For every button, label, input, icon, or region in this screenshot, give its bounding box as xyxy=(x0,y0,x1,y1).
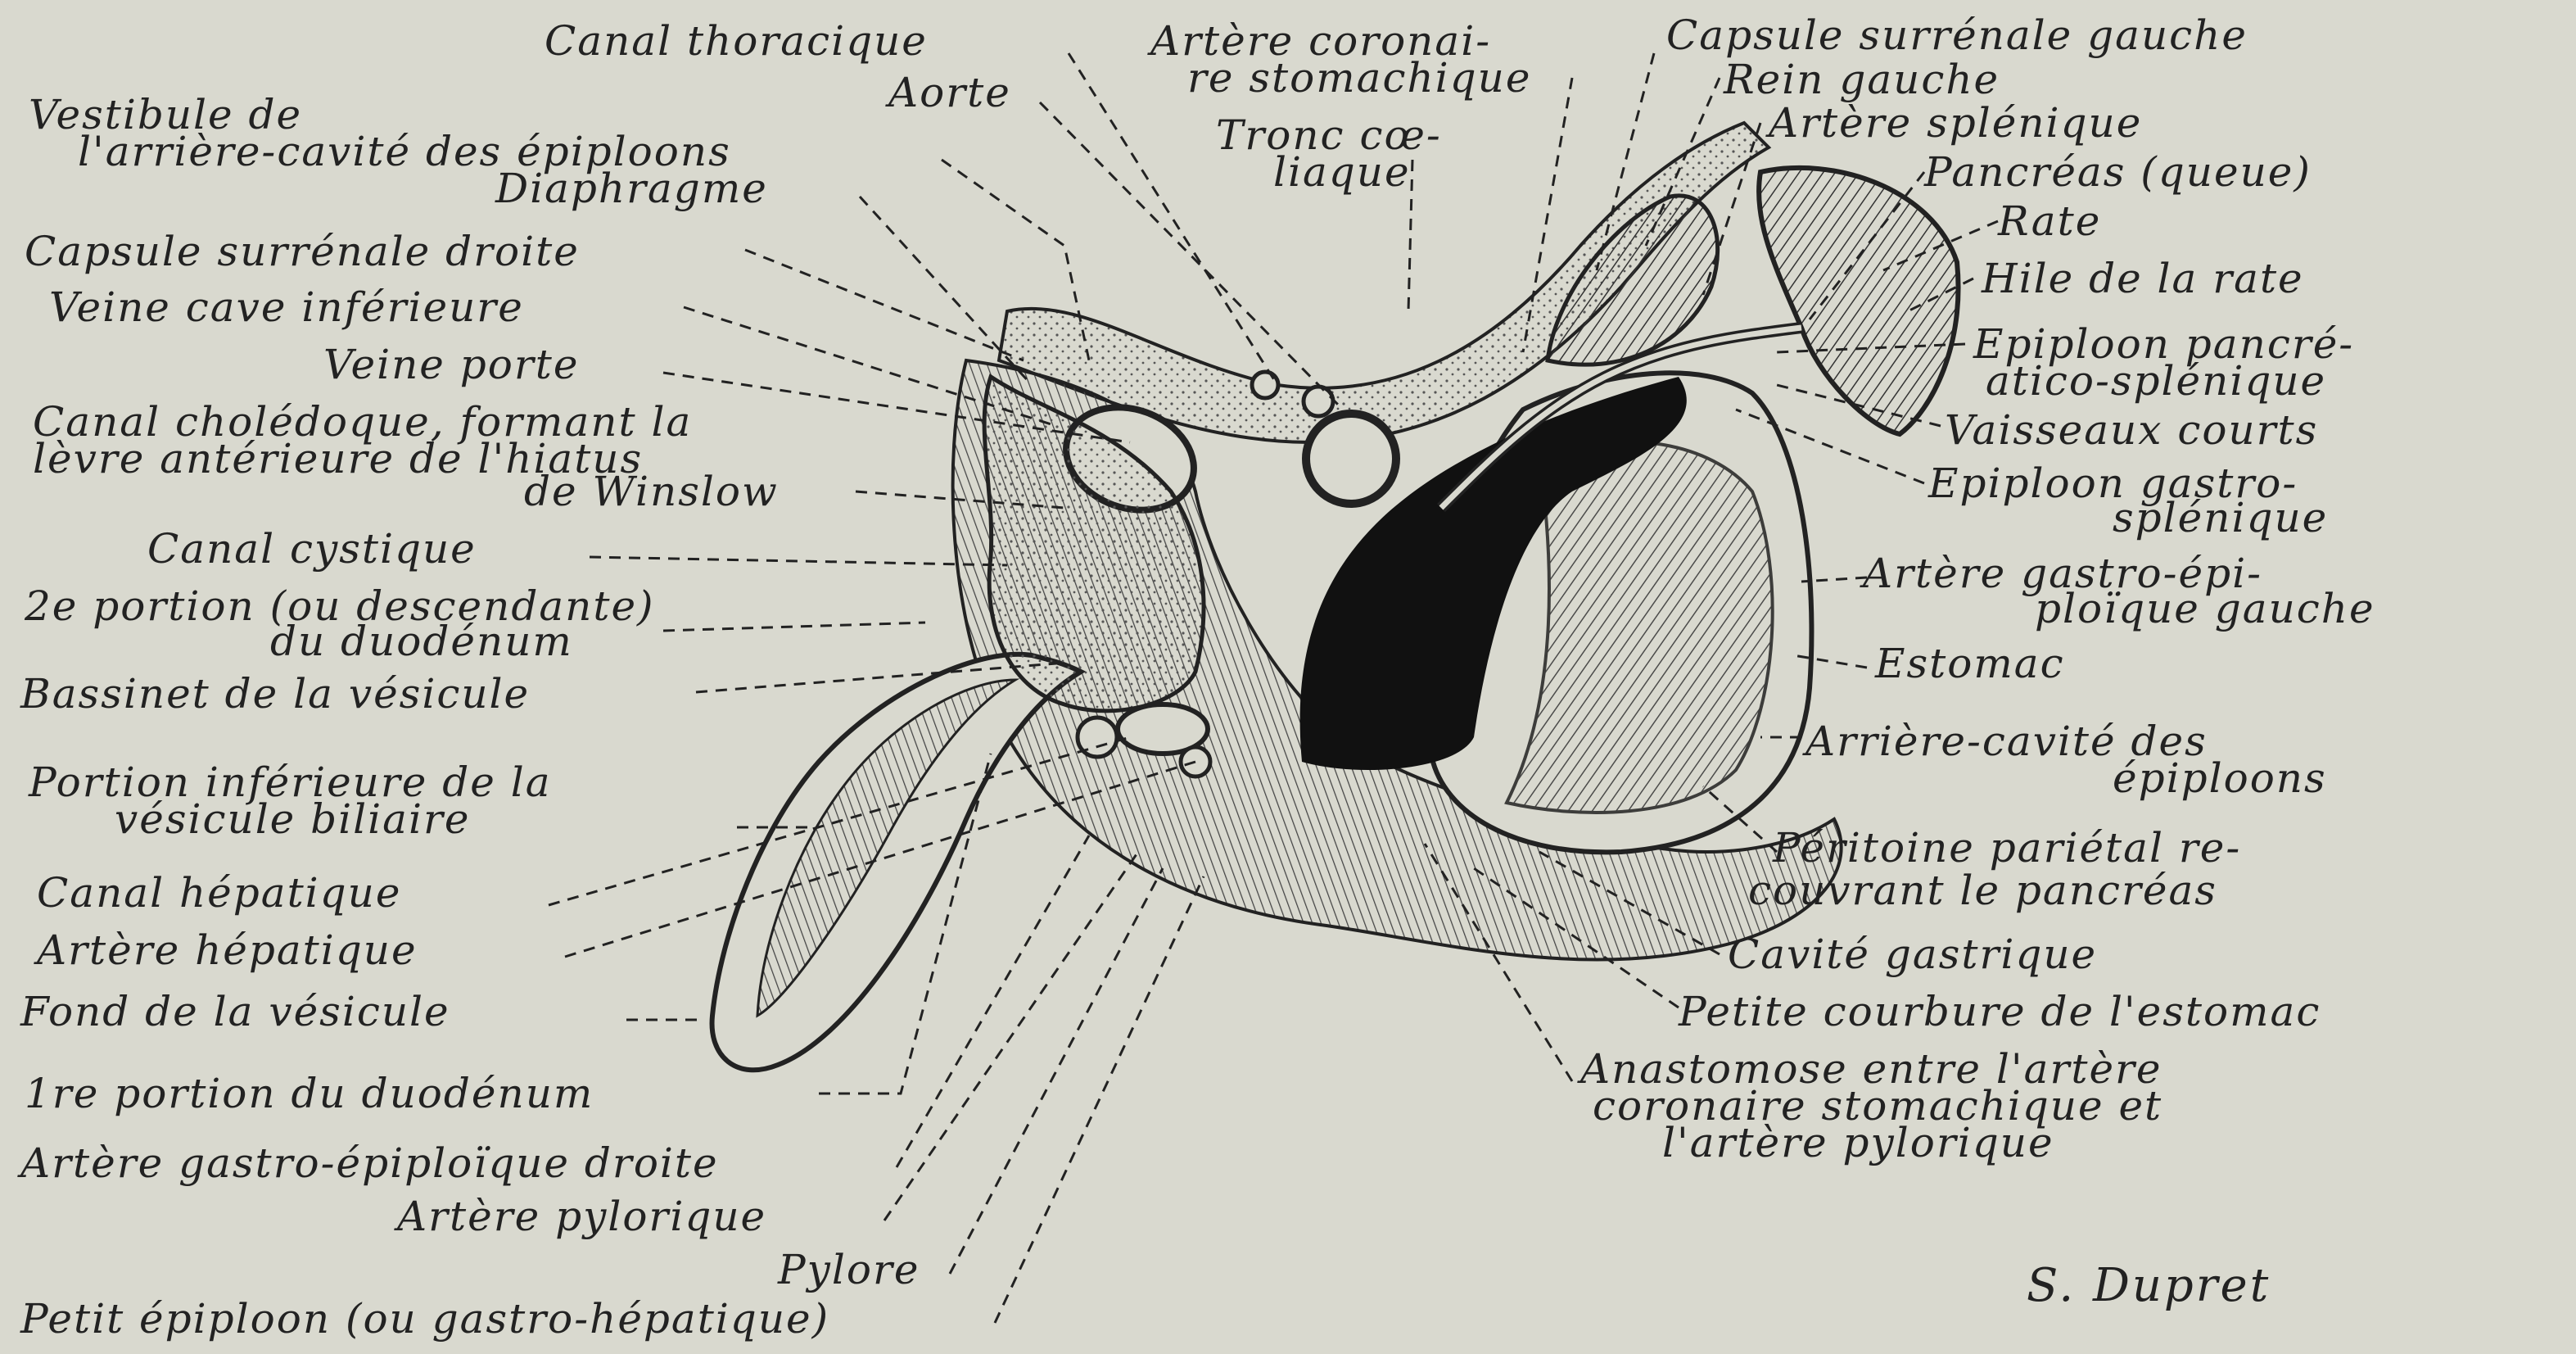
label-epi-pancreatico-2: atico-splénique xyxy=(1986,360,2326,401)
label-petite-courbure: Petite courbure de l'estomac xyxy=(1679,991,2321,1032)
label-gastro-epi-droite: Artère gastro-épiploïque droite xyxy=(20,1143,719,1184)
label-duodenum1: 1re portion du duodénum xyxy=(25,1073,594,1114)
label-gastro-epi-gauche-2: ploïque gauche xyxy=(2035,588,2375,629)
label-tronc-2: liaque xyxy=(1273,152,1411,192)
label-artere-splenique: Artère splénique xyxy=(1769,102,2142,143)
label-peritoine-2: couvrant le pancréas xyxy=(1748,870,2217,911)
label-veine-cave: Veine cave inférieure xyxy=(49,287,524,328)
label-anastomose-3: l'artère pylorique xyxy=(1662,1122,2054,1163)
label-fond-vesicule: Fond de la vésicule xyxy=(20,991,450,1032)
label-canal-hepatique: Canal hépatique xyxy=(37,872,401,913)
label-hile-rate: Hile de la rate xyxy=(1982,258,2304,299)
label-pylore: Pylore xyxy=(778,1249,920,1290)
label-canal-cystique: Canal cystique xyxy=(147,528,477,569)
label-veine-porte: Veine porte xyxy=(323,344,579,385)
label-choledoque-3: de Winslow xyxy=(524,471,779,512)
label-portion-inf-2: vésicule biliaire xyxy=(115,799,470,840)
label-artere-hepatique: Artère hépatique xyxy=(37,930,418,971)
label-coronaire-2: re stomachique xyxy=(1187,57,1531,98)
label-rate: Rate xyxy=(1998,201,2101,242)
label-capsule-surrenale-gauche: Capsule surrénale gauche xyxy=(1666,15,2248,56)
label-duodenum2-2: du duodénum xyxy=(270,621,573,662)
label-capsule-surrenale-droite: Capsule surrénale droite xyxy=(25,231,580,272)
label-arriere-cavite-2: épiploons xyxy=(2113,758,2327,799)
label-estomac: Estomac xyxy=(1875,643,2065,684)
label-diaphragme: Diaphragme xyxy=(495,168,768,209)
label-cavite-gastrique: Cavité gastrique xyxy=(1728,934,2097,975)
label-aorte: Aorte xyxy=(888,72,1011,113)
label-rein-gauche: Rein gauche xyxy=(1724,59,2000,100)
label-canal-thoracique: Canal thoracique xyxy=(545,20,928,61)
label-petit-epiploon: Petit épiploon (ou gastro-hépatique) xyxy=(20,1298,829,1339)
label-artere-pylorique: Artère pylorique xyxy=(397,1196,766,1237)
label-vaisseaux-courts: Vaisseaux courts xyxy=(1945,410,2318,451)
label-bassinet: Bassinet de la vésicule xyxy=(20,673,530,714)
label-pancreas-queue: Pancréas (queue) xyxy=(1924,152,2312,192)
artist-signature: S. Dupret xyxy=(2027,1266,2271,1306)
label-epi-gastro-spl-2: splénique xyxy=(2113,497,2328,538)
label-peritoine-1: Péritoine pariétal re- xyxy=(1773,827,2241,868)
